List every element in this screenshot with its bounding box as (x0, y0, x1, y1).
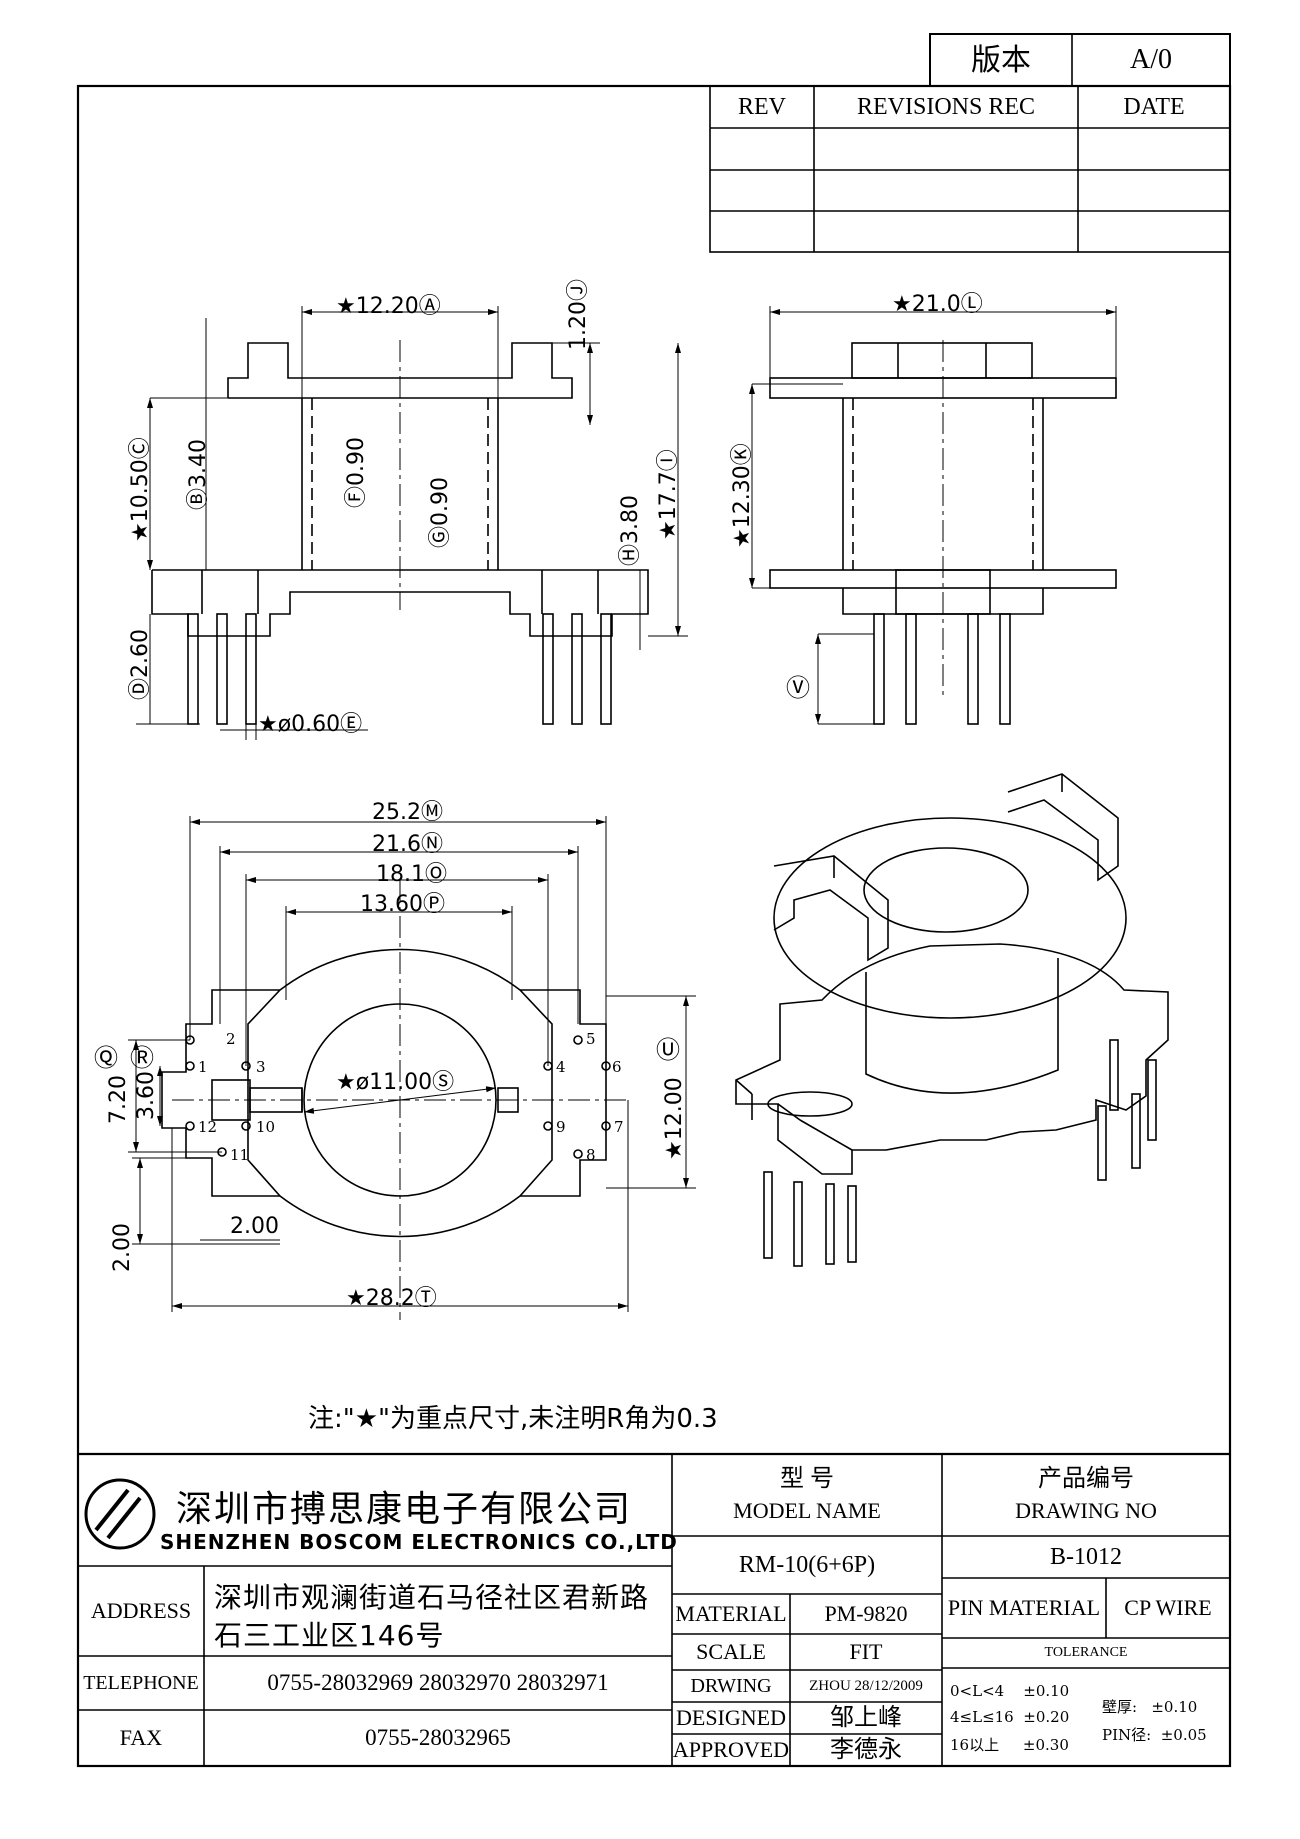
designed-value: 邹上峰 (830, 1704, 902, 1731)
dim-2-00-horizontal: 2.00 (230, 1214, 279, 1239)
model-name-cn-label: 型 号 (780, 1465, 834, 1492)
dim-r-value: 3.60 (134, 1071, 159, 1120)
dim-u: Ⓤ (656, 1036, 680, 1064)
pin-label: 5 (586, 1030, 596, 1048)
telephone-value: 0755-28032969 28032970 28032971 (267, 1670, 609, 1696)
dim-e: ★ø0.60Ⓔ (258, 712, 363, 737)
approved-label: APPROVED (672, 1736, 790, 1762)
address-line-1: 深圳市观澜街道石马径社区君新路 (214, 1581, 650, 1614)
tolerance-row-2: 4≤L≤16 ±0.20 (950, 1708, 1070, 1726)
pin-label: 2 (226, 1030, 236, 1048)
dim-u-value: ★12.00 (662, 1077, 687, 1160)
dim-d: Ⓓ2.60 (128, 629, 153, 700)
model-value: RM-10(6+6P) (738, 1551, 876, 1578)
address-line-2: 石三工业区146号 (214, 1619, 445, 1652)
dim-j: 1.20Ⓙ (566, 279, 591, 350)
pin-label: 7 (614, 1118, 624, 1136)
dim-q: Ⓠ (94, 1044, 118, 1072)
dim-c: ★10.50Ⓒ (128, 437, 153, 542)
drawing-border (76, 84, 1232, 1768)
front-view (136, 306, 688, 740)
dim-s: ★ø11.00Ⓢ (336, 1070, 455, 1095)
top-view (128, 816, 696, 1320)
dim-b: Ⓑ3.40 (186, 439, 211, 510)
date-header: DATE (1123, 93, 1185, 120)
pin-label: 11 (230, 1146, 250, 1164)
dim-f: Ⓕ0.90 (344, 437, 369, 508)
model-name-en-label: MODEL NAME (733, 1497, 881, 1523)
tolerance-wall: 壁厚: ±0.10 (1102, 1698, 1198, 1716)
rev-header: REV (738, 93, 786, 120)
dim-l: ★21.0Ⓛ (892, 292, 983, 317)
dim-k: ★12.30Ⓚ (730, 443, 755, 548)
scale-label: SCALE (696, 1638, 766, 1664)
revisions-rec-header: REVISIONS REC (856, 93, 1036, 120)
drawing-no-value: B-1012 (1050, 1543, 1122, 1570)
pin-label: 8 (586, 1146, 596, 1164)
drwing-label: DRWING (690, 1675, 772, 1697)
drawing-no-cn-label: 产品编号 (1038, 1465, 1134, 1492)
tolerance-row-3: 16以上 ±0.30 (950, 1736, 1069, 1754)
drawing-no-en-label: DRAWING NO (1015, 1497, 1157, 1523)
tolerance-pin: PIN径: ±0.05 (1102, 1726, 1207, 1744)
fax-value: 0755-28032965 (365, 1725, 511, 1751)
dim-i: ★17.7Ⓘ (656, 449, 681, 540)
dim-t: ★28.2Ⓣ (346, 1286, 437, 1311)
telephone-label: TELEPHONE (83, 1672, 199, 1694)
version-label: 版本 (971, 43, 1031, 77)
company-logo-icon (84, 1478, 156, 1550)
title-block-grid (78, 1452, 1230, 1766)
dim-a: ★12.20Ⓐ (336, 294, 441, 319)
tolerance-label: TOLERANCE (1044, 1645, 1128, 1661)
drwing-value: ZHOU 28/12/2009 (809, 1677, 923, 1694)
pin-label: 10 (256, 1118, 276, 1136)
material-label: MATERIAL (675, 1600, 787, 1626)
pin-material-label: PIN MATERIAL (947, 1594, 1101, 1620)
side-view (749, 306, 1117, 725)
pin-label: 1 (198, 1058, 208, 1076)
dim-p: 13.60Ⓟ (360, 892, 445, 917)
fax-label: FAX (119, 1724, 163, 1750)
material-value: PM-9820 (824, 1600, 908, 1626)
drawing-note: 注:"★"为重点尺寸,未注明R角为0.3 (308, 1404, 718, 1434)
tolerance-row-1: 0<L<4 ±0.10 (950, 1682, 1070, 1700)
dim-g: Ⓖ0.90 (428, 477, 453, 548)
pin-label: 4 (556, 1058, 566, 1076)
address-label: ADDRESS (90, 1597, 192, 1623)
dim-v: Ⓥ (786, 674, 810, 702)
dim-r: Ⓡ (130, 1044, 154, 1072)
approved-value: 李德永 (830, 1736, 902, 1763)
dim-q-value: 7.20 (106, 1075, 131, 1124)
pin-material-value: CP WIRE (1124, 1594, 1212, 1620)
company-name-en: SHENZHEN BOSCOM ELECTRONICS CO.,LTD (160, 1530, 678, 1554)
scale-value: FIT (849, 1638, 883, 1664)
pin-label: 9 (556, 1118, 566, 1136)
pin-label: 6 (612, 1058, 622, 1076)
designed-label: DESIGNED (676, 1704, 786, 1730)
dim-o: 18.1Ⓞ (376, 862, 447, 887)
dim-m: 25.2Ⓜ (372, 800, 443, 825)
dim-h: Ⓗ3.80 (618, 495, 643, 566)
company-name-cn: 深圳市搏思康电子有限公司 (176, 1489, 633, 1530)
dim-2-00-vertical: 2.00 (110, 1223, 135, 1272)
pin-label: 3 (256, 1058, 266, 1076)
isometric-view (735, 773, 1169, 1267)
dim-n: 21.6Ⓝ (372, 832, 443, 857)
pin-label: 12 (198, 1118, 218, 1136)
revision-table (709, 85, 1231, 253)
version-value: A/0 (1130, 43, 1172, 75)
